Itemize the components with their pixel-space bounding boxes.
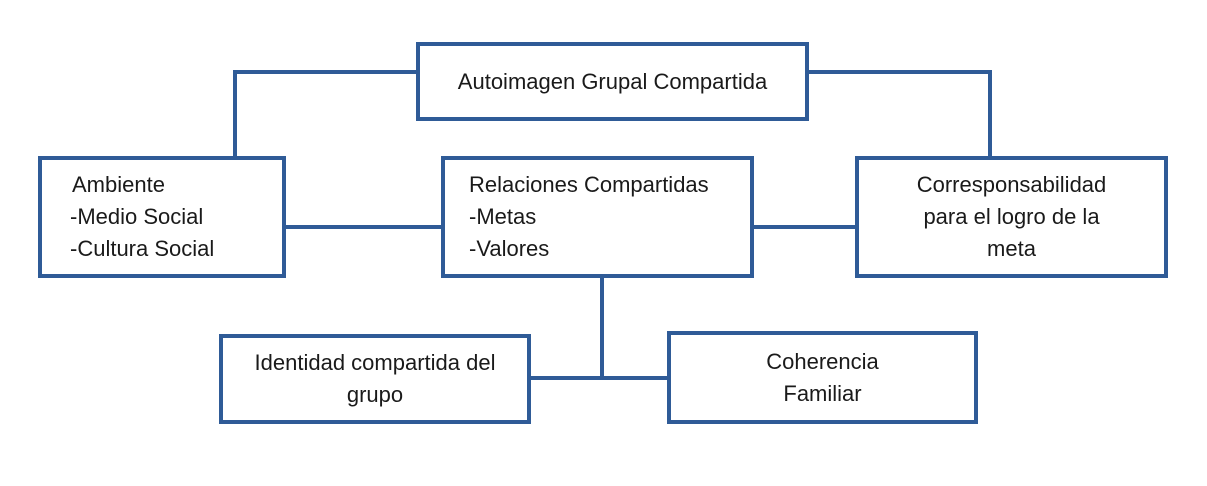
node-label-line: para el logro de la xyxy=(923,204,1100,229)
node-autoimagen-grupal: Autoimagen Grupal Compartida xyxy=(416,42,809,121)
node-ambiente: Ambiente -Medio Social -Cultura Social xyxy=(38,156,286,278)
node-label-line: Ambiente xyxy=(72,172,165,197)
node-label-line: -Cultura Social xyxy=(70,236,215,261)
node-label-line: Corresponsabilidad xyxy=(916,172,1107,197)
node-label-line: Relaciones Compartidas xyxy=(469,172,709,197)
node-label-line: grupo xyxy=(346,382,404,407)
node-coherencia-familiar: Coherencia Familiar xyxy=(667,331,978,424)
node-label-line: Familiar xyxy=(783,380,862,406)
node-label-line: -Medio Social xyxy=(70,204,204,229)
node-label-line: meta xyxy=(987,236,1036,261)
node-label-line: -Valores xyxy=(469,236,550,261)
node-label-line: Identidad compartida del xyxy=(254,350,496,375)
node-label-line: Autoimagen Grupal Compartida xyxy=(457,68,768,94)
node-relaciones-compartidas: Relaciones Compartidas -Metas -Valores xyxy=(441,156,754,278)
node-label-line: Coherencia xyxy=(766,348,879,374)
node-corresponsabilidad: Corresponsabilidad para el logro de la m… xyxy=(855,156,1168,278)
node-identidad-compartida: Identidad compartida del grupo xyxy=(219,334,531,424)
node-label-line: -Metas xyxy=(469,204,537,229)
